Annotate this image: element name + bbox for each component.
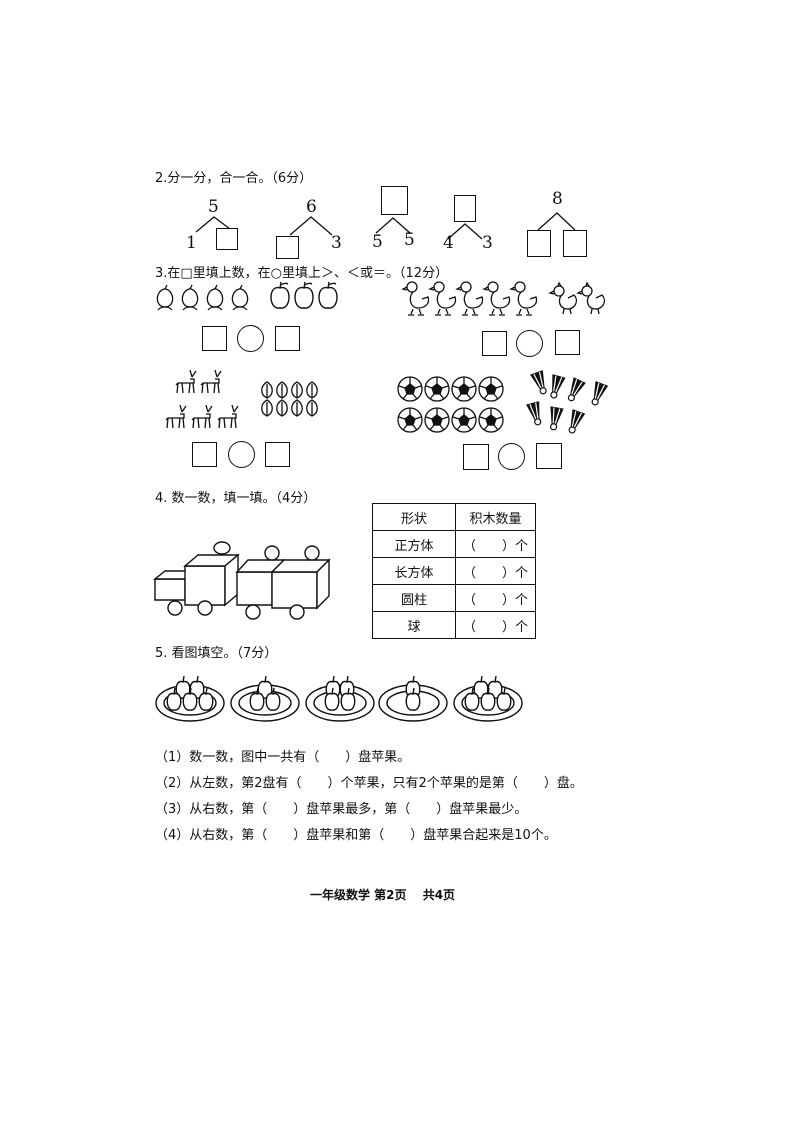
tree-left-number: 1: [186, 233, 197, 253]
count-box[interactable]: [265, 442, 290, 467]
answer-box[interactable]: [216, 228, 238, 250]
answer-box[interactable]: [381, 186, 408, 215]
question-line: （4）从右数，第（ ）盘苹果和第（ ）盘苹果合起来是10个。: [155, 828, 557, 843]
apple-icon: [198, 687, 214, 711]
tree-top-number: 8: [552, 189, 563, 209]
tree-top-number: 6: [306, 197, 317, 217]
question-line: （1）数一数，图中一共有（ ）盘苹果。: [155, 750, 411, 765]
apple-icon: [405, 687, 421, 711]
count-box[interactable]: [555, 330, 580, 355]
apple-plate: [305, 675, 375, 722]
answer-box[interactable]: [527, 230, 551, 257]
apple-icon: [166, 687, 182, 711]
count-blank[interactable]: （ ）个: [455, 584, 536, 612]
tree-left-number: 5: [372, 232, 383, 252]
compare-circle[interactable]: [516, 330, 543, 357]
table-header: 积木数量: [455, 503, 536, 531]
q3-title: 3.在□里填上数，在○里填上＞、＜或＝。（12分）: [155, 266, 449, 281]
apple-icon: [496, 687, 512, 711]
answer-box[interactable]: [563, 230, 587, 257]
count-box[interactable]: [482, 331, 507, 356]
tree-left-number: 4: [443, 233, 454, 253]
count-blank[interactable]: （ ）个: [455, 611, 536, 639]
table-header-row: 形状 积木数量: [372, 503, 536, 531]
apple-plate: [453, 675, 523, 722]
tree-right-number: 3: [331, 233, 342, 253]
shape-name: 长方体: [372, 557, 456, 585]
compare-circle[interactable]: [228, 441, 255, 468]
q4-title: 4. 数一数，填一填。（4分）: [155, 491, 317, 506]
page-footer: 一年级数学 第2页 共4页: [310, 888, 456, 902]
count-box[interactable]: [192, 442, 217, 467]
compare-circle[interactable]: [498, 443, 525, 470]
q2-title: 2.分一分，合一合。（6分）: [155, 171, 313, 186]
tree-right-number: 5: [404, 230, 415, 250]
question-line: （2）从左数，第2盘有（ ）个苹果，只有2个苹果的是第（ ）盘。: [155, 776, 583, 791]
tree-right-number: 3: [482, 233, 493, 253]
apple-icon: [324, 687, 340, 711]
apple-icon: [340, 687, 356, 711]
question-line: （3）从右数，第（ ）盘苹果最多，第（ ）盘苹果最少。: [155, 802, 528, 817]
count-box[interactable]: [536, 443, 562, 469]
apple-icon: [464, 687, 480, 711]
compare-circle[interactable]: [237, 325, 264, 352]
table-row: 球 （ ）个: [372, 611, 536, 639]
apple-icon: [265, 687, 281, 711]
apple-icon: [480, 687, 496, 711]
count-box[interactable]: [202, 326, 227, 351]
count-box[interactable]: [275, 326, 300, 351]
apple-plate: [378, 675, 448, 722]
answer-box[interactable]: [276, 236, 299, 259]
apple-icon: [249, 687, 265, 711]
count-blank[interactable]: （ ）个: [455, 530, 536, 558]
answer-box[interactable]: [454, 195, 476, 222]
shape-name: 球: [372, 611, 456, 639]
apple-plate: [155, 675, 225, 722]
count-box[interactable]: [463, 444, 489, 470]
table-header: 形状: [372, 503, 456, 531]
q5-title: 5. 看图填空。（7分）: [155, 646, 278, 661]
apple-icon: [182, 687, 198, 711]
table-row: 圆柱 （ ）个: [372, 584, 536, 612]
tree-top-number: 5: [208, 197, 219, 217]
shape-count-table: 形状 积木数量 正方体 （ ）个 长方体 （ ）个 圆柱 （ ）个 球 （ ）个: [372, 503, 536, 639]
apple-plate: [230, 675, 300, 722]
